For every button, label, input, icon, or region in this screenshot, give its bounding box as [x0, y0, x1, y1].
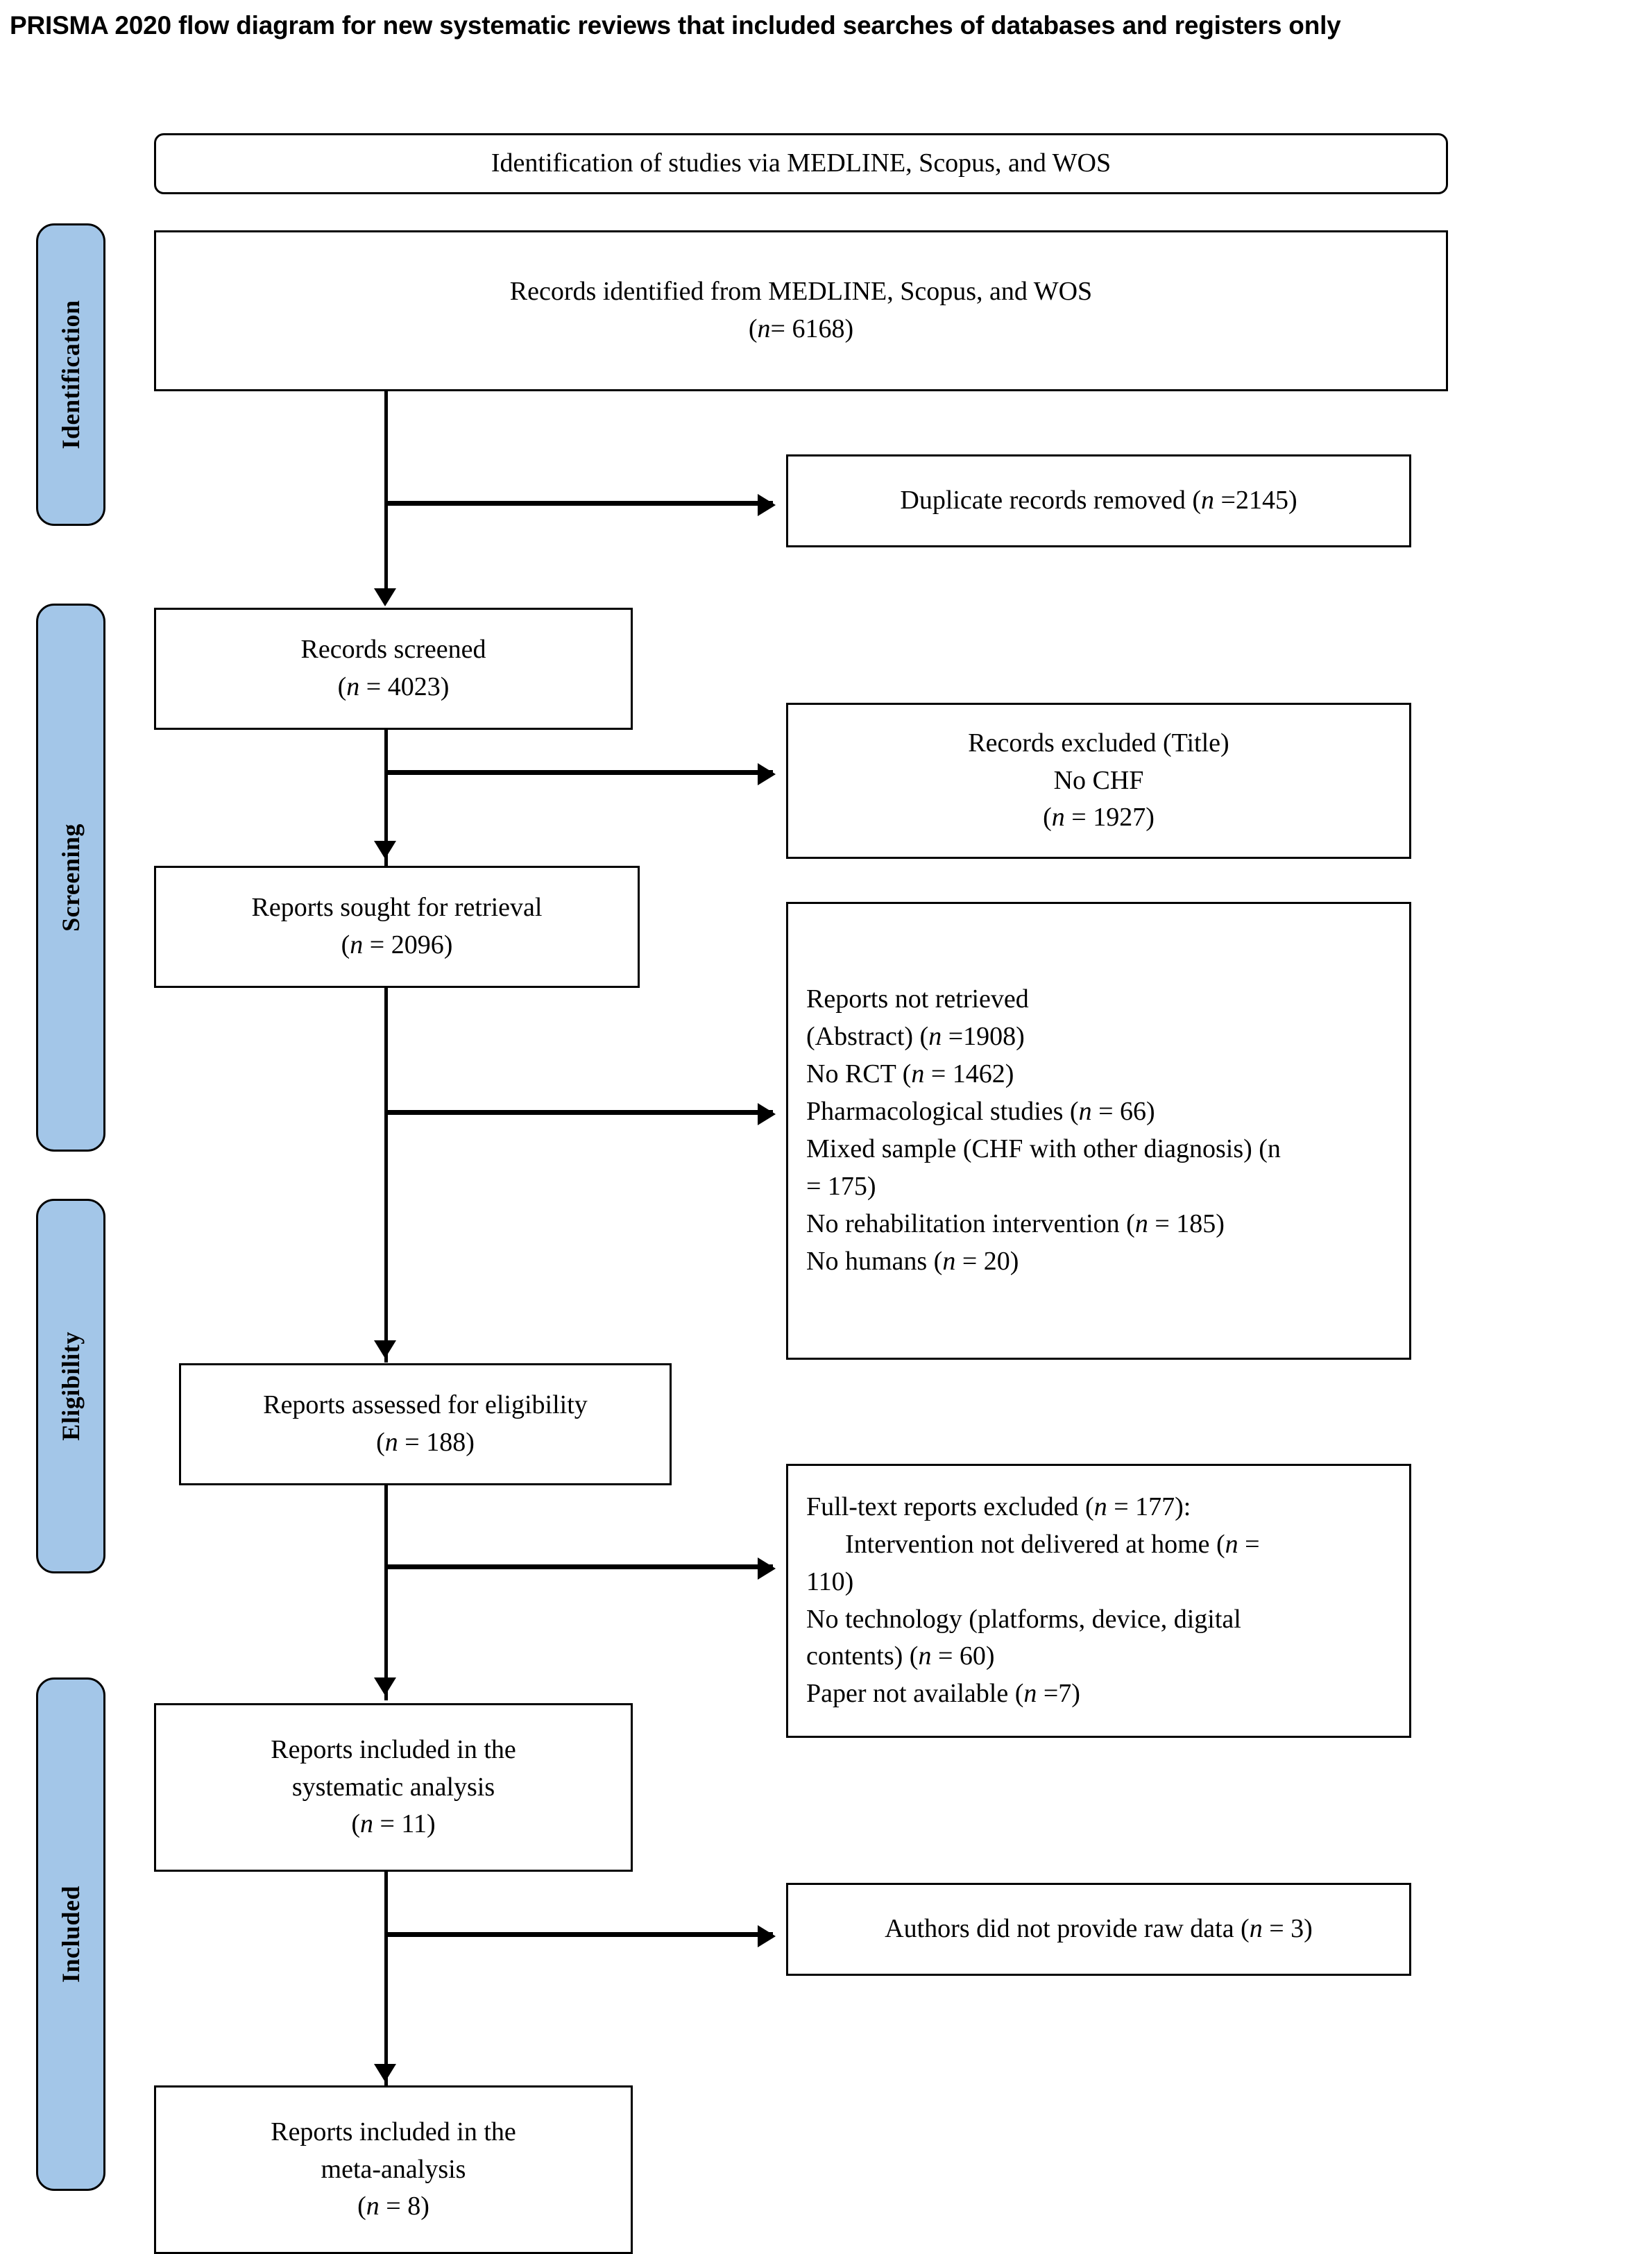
- phase-label-identification: Identification: [57, 300, 85, 450]
- box-records-identified: Records identified from MEDLINE, Scopus,…: [154, 230, 1448, 391]
- duplicate-records-removed-line1: Duplicate records removed (n =2145): [900, 486, 1297, 515]
- reports-sought-line1: Reports sought for retrieval: [251, 893, 543, 923]
- arrowhead-sought-to-not-retrieved: [758, 1103, 776, 1125]
- included-systematic-line3: (n = 11): [351, 1809, 436, 1839]
- reports-not-retrieved-line5: Mixed sample (CHF with other diagnosis) …: [806, 1134, 1281, 1163]
- arrowhead-systematic-to-no-raw-data: [758, 1925, 776, 1947]
- phase-label-eligibility: Eligibility: [57, 1331, 85, 1441]
- box-reports-included-systematic-analysis: Reports included in the systematic analy…: [154, 1703, 633, 1872]
- box-records-excluded: Records excluded (Title) No CHF (n = 192…: [786, 703, 1411, 859]
- connector-identified-to-duplicates: [384, 501, 773, 506]
- arrowhead-assessed-to-included: [374, 1677, 396, 1696]
- phase-pill-eligibility: Eligibility: [36, 1199, 105, 1573]
- reports-not-retrieved-line6: = 175): [806, 1171, 876, 1201]
- phase-label-included: Included: [57, 1885, 85, 1983]
- arrowhead-screened-to-excluded: [758, 763, 776, 785]
- arrowhead-identified-to-screened: [374, 588, 396, 606]
- included-meta-line2: meta-analysis: [321, 2154, 466, 2184]
- box-fulltext-reports-excluded: Full-text reports excluded (n = 177): In…: [786, 1464, 1411, 1738]
- phase-label-screening: Screening: [57, 823, 85, 932]
- connector-identified-to-screened: [384, 391, 388, 592]
- box-records-screened: Records screened (n = 4023): [154, 608, 633, 730]
- connector-sought-to-assessed: [384, 988, 388, 1363]
- reports-not-retrieved-line2: (Abstract) (n =1908): [806, 1022, 1025, 1052]
- included-systematic-line2: systematic analysis: [291, 1772, 495, 1802]
- connector-systematic-to-no-raw-data: [384, 1932, 773, 1937]
- fulltext-excluded-line1: Full-text reports excluded (n = 177):: [806, 1492, 1191, 1521]
- records-excluded-line1: Records excluded (Title): [968, 728, 1229, 758]
- arrowhead-screened-to-sought: [374, 841, 396, 859]
- records-identified-line1: Records identified from MEDLINE, Scopus,…: [509, 277, 1093, 307]
- identification-source-header-box: Identification of studies via MEDLINE, S…: [154, 133, 1448, 194]
- fulltext-excluded-line2: Intervention not delivered at home (n =: [845, 1529, 1260, 1559]
- included-meta-line1: Reports included in the: [271, 2117, 516, 2146]
- reports-sought-line2: (n = 2096): [341, 930, 453, 959]
- records-screened-line2: (n = 4023): [337, 672, 450, 701]
- connector-systematic-to-meta: [384, 1872, 388, 2087]
- arrowhead-sought-to-assessed: [374, 1340, 396, 1358]
- records-screened-line1: Records screened: [300, 635, 486, 665]
- reports-not-retrieved-line1: Reports not retrieved: [806, 984, 1029, 1014]
- reports-assessed-line2: (n = 188): [376, 1428, 475, 1457]
- page-title: PRISMA 2020 flow diagram for new systema…: [10, 11, 1341, 40]
- reports-not-retrieved-line8: No humans (n = 20): [806, 1246, 1019, 1276]
- arrowhead-identified-to-duplicates: [758, 494, 776, 516]
- included-meta-line3: (n = 8): [357, 2192, 429, 2221]
- reports-not-retrieved-line7: No rehabilitation intervention (n = 185): [806, 1209, 1225, 1238]
- reports-assessed-line1: Reports assessed for eligibility: [263, 1390, 588, 1420]
- records-identified-line2: (n= 6168): [748, 314, 854, 343]
- reports-not-retrieved-line4: Pharmacological studies (n = 66): [806, 1097, 1155, 1127]
- box-reports-assessed-for-eligibility: Reports assessed for eligibility (n = 18…: [179, 1363, 672, 1485]
- phase-pill-included: Included: [36, 1677, 105, 2191]
- records-excluded-line3: (n = 1927): [1043, 803, 1155, 833]
- fulltext-excluded-line5: contents) (n = 60): [806, 1641, 995, 1671]
- connector-sought-to-not-retrieved: [384, 1110, 773, 1115]
- reports-not-retrieved-line3: No RCT (n = 1462): [806, 1059, 1014, 1089]
- connector-screened-to-sought: [384, 730, 388, 866]
- arrowhead-assessed-to-fulltext-excluded: [758, 1557, 776, 1580]
- no-raw-data-line1: Authors did not provide raw data (n = 3): [885, 1914, 1313, 1944]
- arrowhead-systematic-to-meta: [374, 2064, 396, 2082]
- included-systematic-line1: Reports included in the: [271, 1734, 516, 1764]
- connector-assessed-to-included: [384, 1485, 388, 1700]
- fulltext-excluded-line4: No technology (platforms, device, digita…: [806, 1604, 1241, 1634]
- records-excluded-line2: No CHF: [1053, 765, 1144, 795]
- box-duplicate-records-removed: Duplicate records removed (n =2145): [786, 454, 1411, 547]
- box-reports-included-meta-analysis: Reports included in the meta-analysis (n…: [154, 2085, 633, 2254]
- connector-assessed-to-fulltext-excluded: [384, 1564, 773, 1569]
- box-authors-no-raw-data: Authors did not provide raw data (n = 3): [786, 1883, 1411, 1976]
- connector-screened-to-excluded: [384, 770, 773, 775]
- box-reports-not-retrieved: Reports not retrieved (Abstract) (n =190…: [786, 902, 1411, 1360]
- box-reports-sought-for-retrieval: Reports sought for retrieval (n = 2096): [154, 866, 640, 988]
- phase-pill-screening: Screening: [36, 604, 105, 1152]
- fulltext-excluded-line6: Paper not available (n =7): [806, 1679, 1080, 1709]
- fulltext-excluded-line3: 110): [806, 1566, 854, 1596]
- phase-pill-identification: Identification: [36, 223, 105, 526]
- identification-source-header-label: Identification of studies via MEDLINE, S…: [491, 148, 1112, 178]
